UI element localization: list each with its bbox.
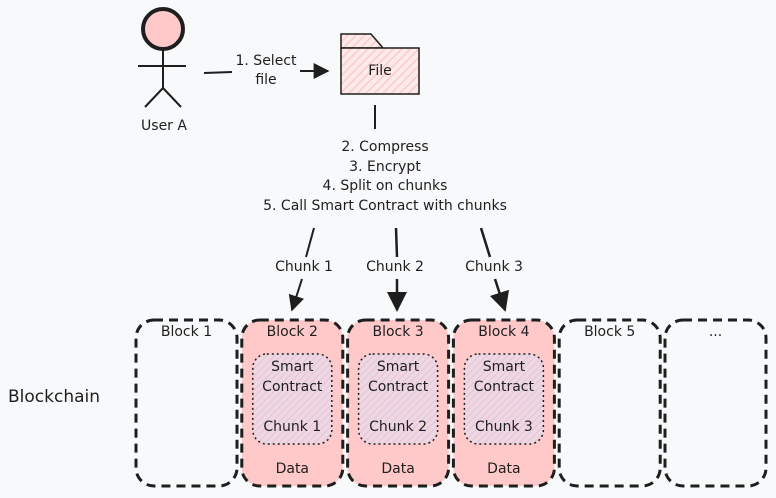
chunk-arrow-label-1: Chunk 1 [275,259,333,275]
file-label: File [368,63,392,79]
step-split: 4. Split on chunks [322,178,448,194]
smart-contract-label-line2: Contract [367,379,429,395]
block-title: ... [708,324,723,340]
file-folder-icon [340,33,420,95]
smart-contract-label-line1: Smart [271,359,314,375]
chunk-arrow-label-3: Chunk 3 [465,259,523,275]
actor-label: User A [141,118,187,134]
select-file-label-line2: file [255,72,277,88]
block-data-label: Data [275,461,310,477]
smart-contract-label-line2: Contract [262,379,323,395]
block-title: Block 2 [266,324,318,340]
actor-user-a [138,7,186,108]
smart-contract-label-line1: Smart [376,359,420,375]
step-call-contract: 5. Call Smart Contract with chunks [263,197,507,214]
block-title: Block 5 [584,324,636,340]
blockchain-label: Blockchain [8,387,101,407]
smart-contract-box [463,353,545,445]
contract-chunk-label: Chunk 1 [263,419,322,435]
block-data-label: Data [381,461,415,477]
select-file-label-line1: 1. Select [235,53,297,69]
block-6 [663,318,768,488]
smart-contract-box [252,353,333,445]
block-5 [557,318,662,488]
smart-contract-label-line2: Contract [473,379,534,395]
contract-chunk-label: Chunk 3 [474,419,533,435]
step-compress: 2. Compress [341,139,429,155]
actor-leg-left [144,87,164,108]
step-encrypt: 3. Encrypt [349,158,421,175]
actor-leg-right [162,87,182,108]
block-data-label: Data [487,461,521,477]
process-steps: 2. Compress 3. Encrypt 4. Split on chunk… [230,138,540,216]
block-title: Block 1 [160,324,213,340]
smart-contract-box [357,353,439,445]
arrow-select-file-tail [203,71,233,74]
chunk-arrow-1 [288,227,315,312]
block-1 [134,318,239,488]
chunk-arrow-2 [387,227,407,312]
chunk-arrow-label-2: Chunk 2 [366,259,424,275]
chunk-arrow-3 [479,227,509,312]
block-title: Block 3 [372,324,424,340]
smart-contract-label-line1: Smart [482,359,526,375]
actor-head [141,7,185,51]
block-title: Block 4 [478,324,530,340]
contract-chunk-label: Chunk 2 [369,419,428,435]
